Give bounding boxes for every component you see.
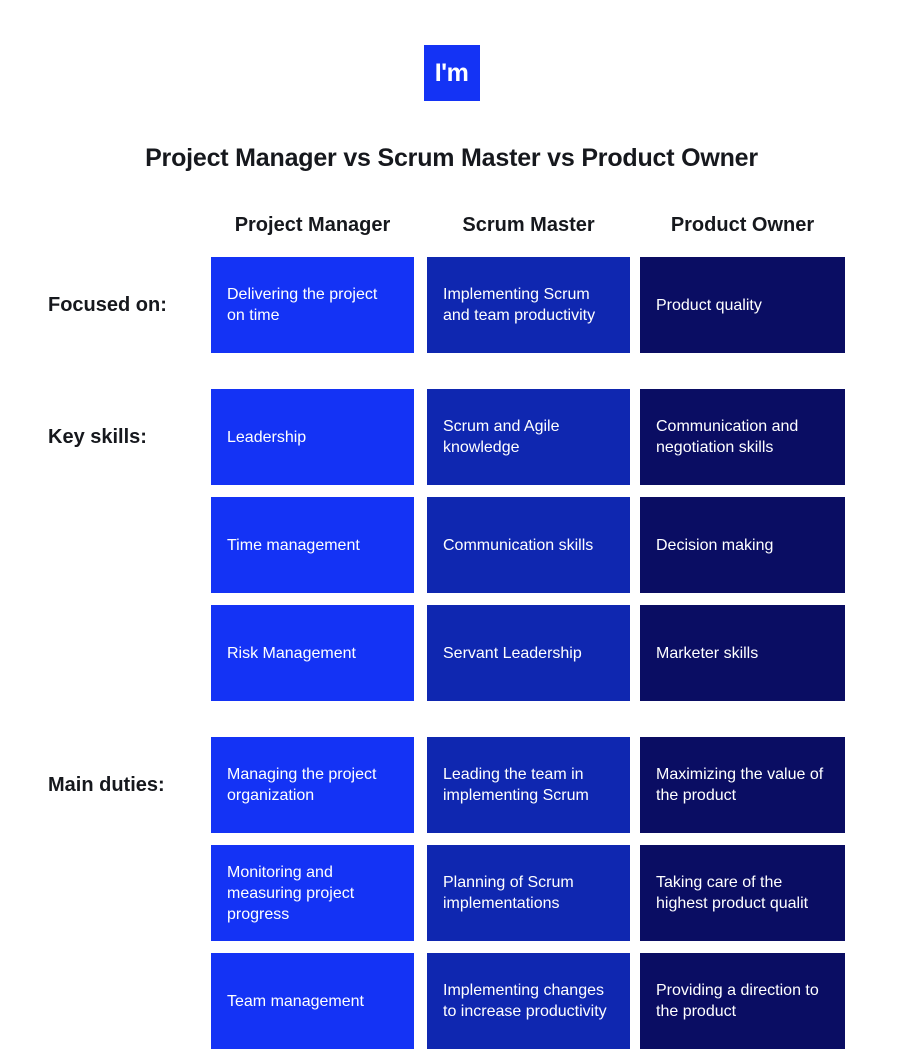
- column-gap: [630, 605, 640, 701]
- cell-scrum-master: Leading the team in implementing Scrum: [427, 737, 630, 833]
- cell-product-owner: Maximizing the value of the product: [640, 737, 845, 833]
- cell-text: Providing a direction to the product: [656, 982, 819, 1020]
- cell-product-owner: Taking care of the highest product quali…: [640, 845, 845, 941]
- column-gap: [414, 257, 427, 353]
- cell-scrum-master: Scrum and Agile knowledge: [427, 389, 630, 485]
- row-label-empty: [48, 497, 211, 593]
- row-gap: [48, 941, 848, 953]
- cell-project-manager: Team management: [211, 953, 414, 1049]
- cell-project-manager: Monitoring and measuring project progres…: [211, 845, 414, 941]
- column-header-product-owner: Product Owner: [670, 214, 815, 236]
- row-label-empty: [48, 953, 211, 1049]
- cell-text: Product quality: [656, 296, 762, 314]
- header-empty-cell: [48, 212, 211, 244]
- column-gap: [630, 845, 640, 941]
- column-gap: [630, 497, 640, 593]
- cell-text: Communication skills: [443, 536, 594, 554]
- section-gap: [48, 701, 848, 737]
- row-gap: [48, 593, 848, 605]
- logo-container: I'm: [0, 45, 903, 101]
- table-row: Key skills: Leadership Scrum and Agile k…: [48, 389, 848, 485]
- cell-text: Maximizing the value of the product: [656, 766, 824, 804]
- im-logo-text: I'm: [434, 58, 469, 87]
- section-label-key-skills: Key skills:: [48, 426, 147, 448]
- column-gap: [630, 953, 640, 1049]
- cell-text: Monitoring and measuring project progres…: [227, 863, 355, 923]
- table-row: Main duties: Managing the project organi…: [48, 737, 848, 833]
- cell-scrum-master: Implementing Scrum and team productivity: [427, 257, 630, 353]
- row-label-empty: [48, 605, 211, 701]
- column-gap: [630, 389, 640, 485]
- cell-project-manager: Risk Management: [211, 605, 414, 701]
- section-label-focused-on: Focused on:: [48, 294, 167, 316]
- column-gap: [630, 212, 640, 244]
- cell-product-owner: Providing a direction to the product: [640, 953, 845, 1049]
- column-gap: [630, 737, 640, 833]
- column-gap: [414, 389, 427, 485]
- cell-product-owner: Marketer skills: [640, 605, 845, 701]
- cell-text: Taking care of the highest product quali…: [656, 874, 809, 912]
- cell-text: Team management: [227, 992, 364, 1010]
- row-label-empty: [48, 845, 211, 941]
- comparison-table: Project Manager Scrum Master Product Own…: [48, 212, 848, 1049]
- cell-text: Time management: [227, 536, 360, 554]
- cell-text: Implementing changes to increase product…: [443, 982, 607, 1020]
- cell-project-manager: Time management: [211, 497, 414, 593]
- cell-scrum-master: Servant Leadership: [427, 605, 630, 701]
- cell-text: Scrum and Agile knowledge: [443, 418, 560, 456]
- column-header-scrum-master: Scrum Master: [462, 214, 595, 236]
- table-header-row: Project Manager Scrum Master Product Own…: [48, 212, 848, 244]
- section-label-main-duties: Main duties:: [48, 774, 165, 796]
- cell-text: Risk Management: [227, 644, 356, 662]
- row-gap: [48, 485, 848, 497]
- cell-text: Marketer skills: [656, 644, 759, 662]
- cell-product-owner: Communication and negotiation skills: [640, 389, 845, 485]
- cell-scrum-master: Implementing changes to increase product…: [427, 953, 630, 1049]
- column-gap: [414, 953, 427, 1049]
- cell-project-manager: Delivering the project on time: [211, 257, 414, 353]
- column-gap: [414, 497, 427, 593]
- cell-text: Managing the project organization: [227, 766, 377, 804]
- cell-text: Leadership: [227, 428, 307, 446]
- cell-scrum-master: Communication skills: [427, 497, 630, 593]
- cell-text: Planning of Scrum implementations: [443, 874, 574, 912]
- column-gap: [414, 212, 427, 244]
- cell-text: Delivering the project on time: [227, 286, 378, 324]
- cell-text: Communication and negotiation skills: [656, 418, 799, 456]
- row-gap: [48, 833, 848, 845]
- column-gap: [414, 605, 427, 701]
- cell-project-manager: Managing the project organization: [211, 737, 414, 833]
- table-row: Risk Management Servant Leadership Marke…: [48, 605, 848, 701]
- cell-text: Leading the team in implementing Scrum: [443, 766, 589, 804]
- page-title: Project Manager vs Scrum Master vs Produ…: [145, 144, 758, 172]
- table-row: Focused on: Delivering the project on ti…: [48, 257, 848, 353]
- cell-product-owner: Product quality: [640, 257, 845, 353]
- column-header-project-manager: Project Manager: [234, 214, 391, 236]
- column-gap: [414, 845, 427, 941]
- cell-text: Decision making: [656, 536, 774, 554]
- cell-scrum-master: Planning of Scrum implementations: [427, 845, 630, 941]
- table-row: Team management Implementing changes to …: [48, 953, 848, 1049]
- column-gap: [630, 257, 640, 353]
- table-row: Monitoring and measuring project progres…: [48, 845, 848, 941]
- table-row: Time management Communication skills Dec…: [48, 497, 848, 593]
- cell-text: Servant Leadership: [443, 644, 582, 662]
- im-logo: I'm: [423, 45, 480, 101]
- column-gap: [414, 737, 427, 833]
- cell-project-manager: Leadership: [211, 389, 414, 485]
- cell-product-owner: Decision making: [640, 497, 845, 593]
- cell-text: Implementing Scrum and team productivity: [443, 286, 596, 324]
- section-gap: [48, 353, 848, 389]
